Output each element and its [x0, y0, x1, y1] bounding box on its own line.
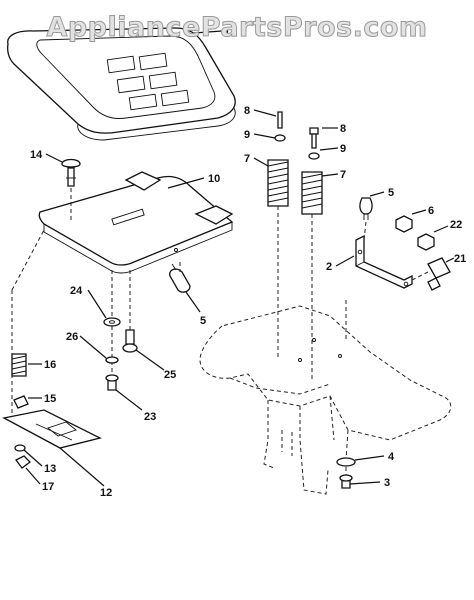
seat	[7, 27, 236, 141]
callout-2: 2	[326, 261, 332, 273]
spring-right	[301, 171, 323, 215]
bolt-right	[308, 127, 320, 160]
spring-16	[11, 353, 27, 377]
frame	[199, 305, 452, 495]
callout-7-right: 7	[340, 169, 346, 181]
callout-13: 13	[44, 463, 56, 475]
callout-9-left: 9	[244, 129, 250, 141]
nut-22	[417, 233, 435, 251]
slide-plate	[2, 409, 102, 449]
washer-24	[103, 317, 121, 327]
callout-4: 4	[388, 451, 395, 463]
callout-23: 23	[144, 411, 156, 423]
callout-3: 3	[384, 477, 390, 489]
callout-6: 6	[428, 205, 434, 217]
nut-6	[395, 215, 413, 233]
callout-22: 22	[450, 219, 462, 231]
callout-1: 1	[224, 26, 230, 38]
callout-12: 12	[100, 487, 112, 499]
watermark-text: AppliancePartsPros.com	[46, 12, 428, 44]
callout-10: 10	[208, 173, 220, 185]
callout-15: 15	[44, 393, 56, 405]
bolt-23	[105, 374, 119, 391]
spring-left	[267, 159, 289, 207]
washer-26	[105, 356, 119, 364]
nut-17	[15, 455, 31, 469]
cup-15	[13, 395, 29, 409]
switch-upper	[359, 197, 373, 220]
bracket	[355, 234, 413, 289]
callout-5-bottom: 5	[200, 315, 206, 327]
callout-25: 25	[164, 369, 176, 381]
callout-16: 16	[44, 359, 56, 371]
callout-8-left: 8	[244, 105, 250, 117]
callout-8-right: 8	[340, 123, 346, 135]
button-21	[427, 257, 451, 291]
bolt-left	[274, 111, 286, 142]
seat-pan	[38, 171, 234, 274]
switch-lower	[169, 263, 191, 293]
callout-9-right: 9	[340, 143, 346, 155]
callout-26: 26	[66, 331, 78, 343]
knob	[61, 158, 81, 187]
callout-24: 24	[70, 285, 83, 297]
callout-7-left: 7	[244, 153, 250, 165]
washer-13	[14, 444, 26, 452]
callout-17: 17	[42, 481, 54, 493]
washer-4	[336, 457, 356, 467]
callout-21: 21	[454, 253, 466, 265]
callout-14: 14	[30, 149, 43, 161]
bolt-25	[122, 329, 138, 353]
callout-5-top: 5	[388, 187, 394, 199]
bolt-3	[339, 474, 353, 489]
